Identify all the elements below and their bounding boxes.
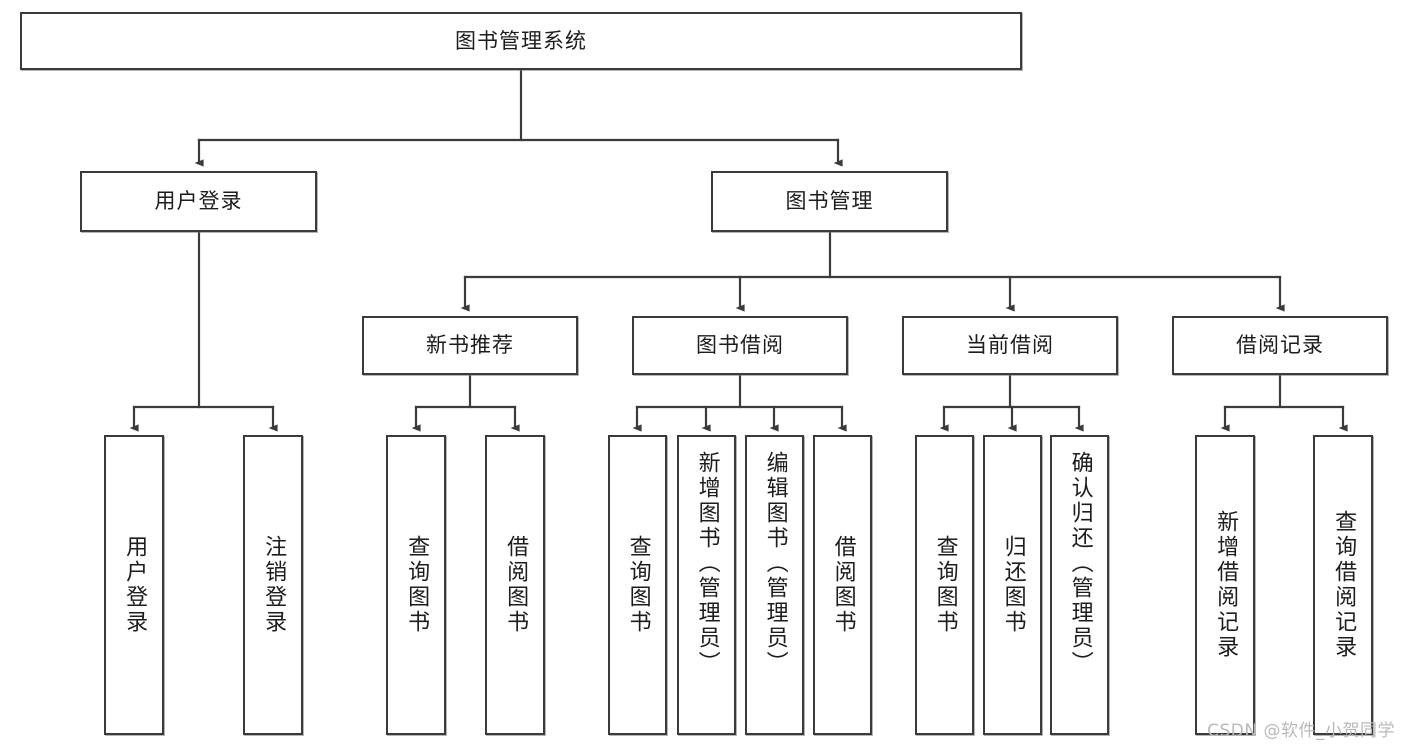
node-leaf-user-login-label: 用户登录 — [122, 535, 148, 635]
node-leaf-logout-label: 注销登录 — [261, 535, 287, 635]
node-root[interactable]: 图书管理系统 — [20, 12, 1022, 70]
node-leaf-add-record-label: 新增借阅记录 — [1213, 510, 1239, 660]
node-leaf-query-book-2-label: 查询图书 — [625, 535, 651, 635]
node-root-label: 图书管理系统 — [455, 28, 587, 53]
node-leaf-return-book-label: 归还图书 — [1000, 535, 1026, 635]
node-leaf-return-book[interactable]: 归还图书 — [983, 435, 1042, 735]
node-new-book-recommend[interactable]: 新书推荐 — [362, 316, 578, 375]
node-leaf-user-login[interactable]: 用户登录 — [104, 435, 164, 735]
node-leaf-borrow-book-1-label: 借阅图书 — [503, 535, 529, 635]
node-new-book-recommend-label: 新书推荐 — [426, 333, 514, 358]
node-book-manage-label: 图书管理 — [785, 189, 874, 214]
node-leaf-query-record[interactable]: 查询借阅记录 — [1313, 435, 1373, 735]
node-leaf-borrow-book-2-label: 借阅图书 — [830, 535, 856, 635]
node-leaf-query-book-3-label: 查询图书 — [932, 535, 958, 635]
node-book-borrow[interactable]: 图书借阅 — [632, 316, 848, 375]
node-current-borrow[interactable]: 当前借阅 — [902, 316, 1118, 375]
node-leaf-add-book-label: 新增图书（管理员） — [694, 451, 720, 676]
node-leaf-query-book-1-label: 查询图书 — [404, 535, 430, 635]
watermark-text: CSDN @软件_小贺同学 — [1207, 721, 1395, 741]
node-leaf-add-record[interactable]: 新增借阅记录 — [1195, 435, 1255, 735]
node-user-login-label: 用户登录 — [154, 189, 243, 214]
node-leaf-confirm-return-label: 确认归还（管理员） — [1067, 451, 1093, 676]
node-leaf-confirm-return[interactable]: 确认归还（管理员） — [1050, 435, 1109, 735]
node-leaf-query-book-2[interactable]: 查询图书 — [608, 435, 667, 735]
node-book-borrow-label: 图书借阅 — [696, 333, 784, 358]
node-current-borrow-label: 当前借阅 — [966, 333, 1054, 358]
node-leaf-add-book[interactable]: 新增图书（管理员） — [677, 435, 736, 735]
node-leaf-borrow-book-2[interactable]: 借阅图书 — [813, 435, 872, 735]
node-leaf-edit-book[interactable]: 编辑图书（管理员） — [745, 435, 804, 735]
node-leaf-edit-book-label: 编辑图书（管理员） — [762, 451, 788, 676]
node-borrow-record-label: 借阅记录 — [1236, 333, 1324, 358]
node-leaf-logout[interactable]: 注销登录 — [243, 435, 303, 735]
node-user-login[interactable]: 用户登录 — [80, 171, 317, 232]
node-leaf-query-book-3[interactable]: 查询图书 — [915, 435, 974, 735]
node-borrow-record[interactable]: 借阅记录 — [1172, 316, 1388, 375]
node-leaf-query-book-1[interactable]: 查询图书 — [386, 435, 446, 735]
node-leaf-query-record-label: 查询借阅记录 — [1331, 510, 1357, 660]
node-book-manage[interactable]: 图书管理 — [711, 171, 948, 232]
node-leaf-borrow-book-1[interactable]: 借阅图书 — [485, 435, 545, 735]
